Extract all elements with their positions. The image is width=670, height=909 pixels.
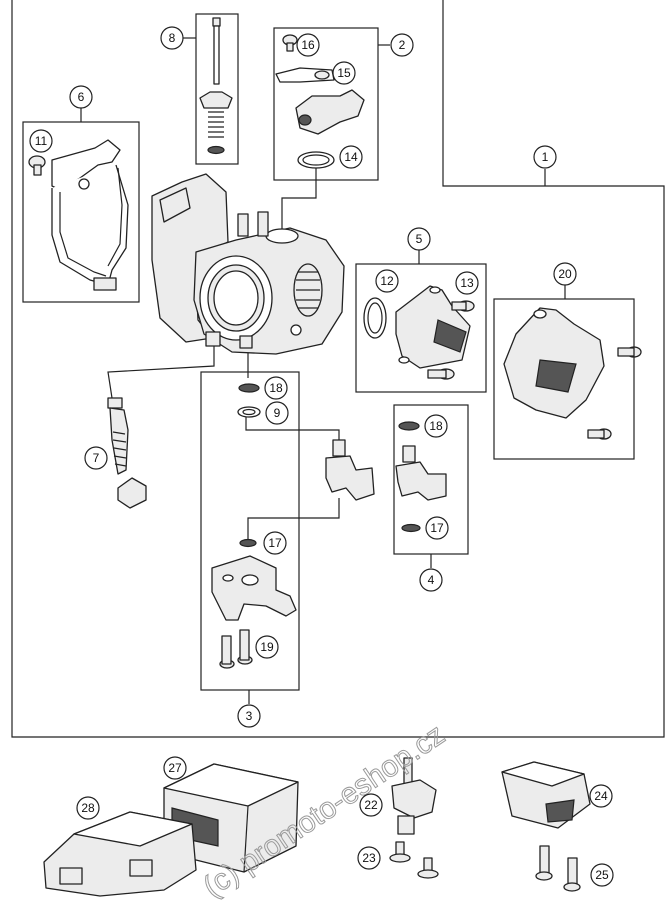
part-11-screw (28, 155, 46, 176)
callout-15: 15 (332, 61, 356, 85)
callout-14: 14 (339, 145, 363, 169)
part-22-sensor (391, 757, 437, 835)
callout-17-secondary-label: 17 (430, 521, 444, 535)
callout-18-label: 18 (269, 381, 283, 395)
callout-9-label: 9 (274, 406, 281, 420)
callout-7: 7 (84, 446, 108, 470)
callout-7-label: 7 (93, 451, 100, 465)
callout-27: 27 (163, 756, 187, 780)
callout-4: 4 (419, 568, 443, 592)
callout-25-label: 25 (595, 868, 609, 882)
callout-2-label: 2 (399, 38, 406, 52)
callout-8: 8 (160, 26, 184, 50)
callout-2: 2 (390, 33, 414, 57)
callout-13-label: 13 (460, 276, 474, 290)
callout-5-label: 5 (416, 232, 423, 246)
callout-16: 16 (296, 33, 320, 57)
leader-lines (80, 37, 566, 704)
part-23-screws (389, 841, 439, 879)
part-2-sensor-group (275, 34, 365, 169)
part-8-adjust-screw (199, 17, 233, 155)
callout-11-label: 11 (35, 134, 48, 148)
callout-8-label: 8 (169, 31, 176, 45)
part-25-bolts (535, 845, 581, 892)
part-5-sensor-group (363, 285, 475, 380)
callout-9: 9 (265, 401, 289, 425)
callout-22-label: 22 (364, 798, 378, 812)
part-7-screw (107, 397, 147, 509)
callout-19: 19 (255, 635, 279, 659)
callout-16-label: 16 (301, 38, 315, 52)
callout-12: 12 (375, 269, 399, 293)
callout-24: 24 (589, 784, 613, 808)
callout-20-label: 20 (558, 267, 572, 281)
part-28-control-unit (43, 811, 197, 897)
callout-1-label: 1 (542, 150, 549, 164)
callout-28-label: 28 (81, 801, 95, 815)
part-20-sensor (503, 307, 642, 440)
callout-19-label: 19 (260, 640, 274, 654)
part-3-injector-group (211, 383, 375, 669)
callout-11: 11 (29, 129, 53, 153)
callout-28: 28 (76, 796, 100, 820)
callout-1: 1 (533, 145, 557, 169)
callout-5: 5 (407, 227, 431, 251)
callout-22: 22 (359, 793, 383, 817)
callout-13: 13 (455, 271, 479, 295)
callout-6-label: 6 (78, 90, 85, 104)
callout-14-label: 14 (344, 150, 358, 164)
callout-27-label: 27 (168, 761, 182, 775)
callout-12-label: 12 (380, 274, 394, 288)
callout-3-label: 3 (246, 709, 253, 723)
part-6-bracket (51, 139, 129, 291)
part-4-injector-group (395, 421, 447, 533)
callout-3: 3 (237, 704, 261, 728)
callout-17: 17 (263, 531, 287, 555)
callout-17-secondary: 17 (425, 516, 449, 540)
throttle-body (151, 173, 345, 355)
callout-17-label: 17 (268, 536, 282, 550)
callout-23: 23 (357, 846, 381, 870)
assembly-frames (11, 0, 665, 738)
callout-18-secondary: 18 (424, 414, 448, 438)
callout-4-label: 4 (428, 573, 435, 587)
callout-24-label: 24 (594, 789, 608, 803)
callout-6: 6 (69, 85, 93, 109)
callout-23-label: 23 (362, 851, 376, 865)
part-24-sensor (501, 761, 591, 829)
callout-20: 20 (553, 262, 577, 286)
callout-18: 18 (264, 376, 288, 400)
callout-25: 25 (590, 863, 614, 887)
callout-18-secondary-label: 18 (429, 419, 443, 433)
callout-15-label: 15 (337, 66, 351, 80)
